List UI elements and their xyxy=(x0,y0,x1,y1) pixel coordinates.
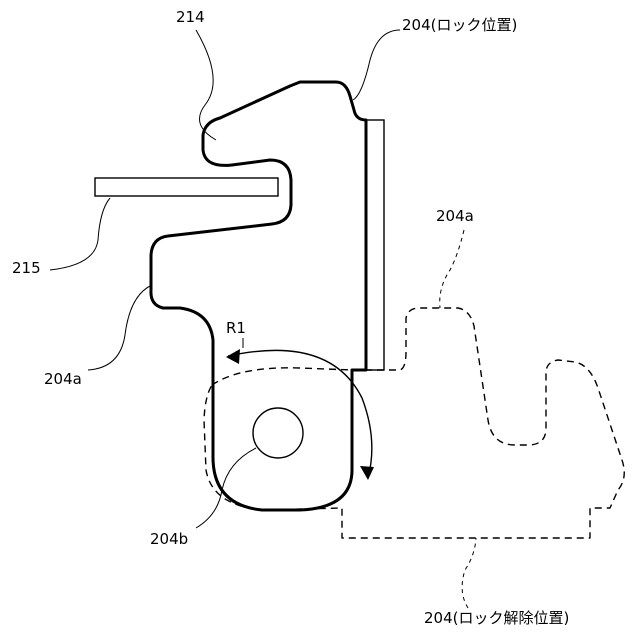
arrow-head-lower xyxy=(360,466,374,480)
lock-part-204-unlocked-outline xyxy=(204,308,624,538)
arrow-head-upper xyxy=(226,349,240,364)
leader-204a-left xyxy=(88,285,152,370)
leader-214 xyxy=(196,30,216,140)
leader-215 xyxy=(50,198,110,270)
member-215-bar xyxy=(95,178,278,196)
leader-204a-right xyxy=(440,230,464,308)
label-215: 215 xyxy=(12,261,41,276)
label-204-locked: 204(ロック位置) xyxy=(402,18,517,33)
shaft-204b xyxy=(253,408,303,458)
label-r1: R1 xyxy=(226,321,246,336)
label-204a-right: 204a xyxy=(436,209,474,224)
lock-part-204-locked-outline xyxy=(151,82,366,510)
label-204b: 204b xyxy=(150,532,188,547)
rotation-arrow-r1 xyxy=(228,350,372,478)
label-214: 214 xyxy=(176,10,205,25)
leader-204-unlocked xyxy=(462,538,476,608)
label-204a-left: 204a xyxy=(44,372,82,387)
vertical-plate xyxy=(366,120,384,370)
label-204-unlocked: 204(ロック解除位置) xyxy=(424,611,569,626)
leader-204-locked xyxy=(353,30,400,100)
